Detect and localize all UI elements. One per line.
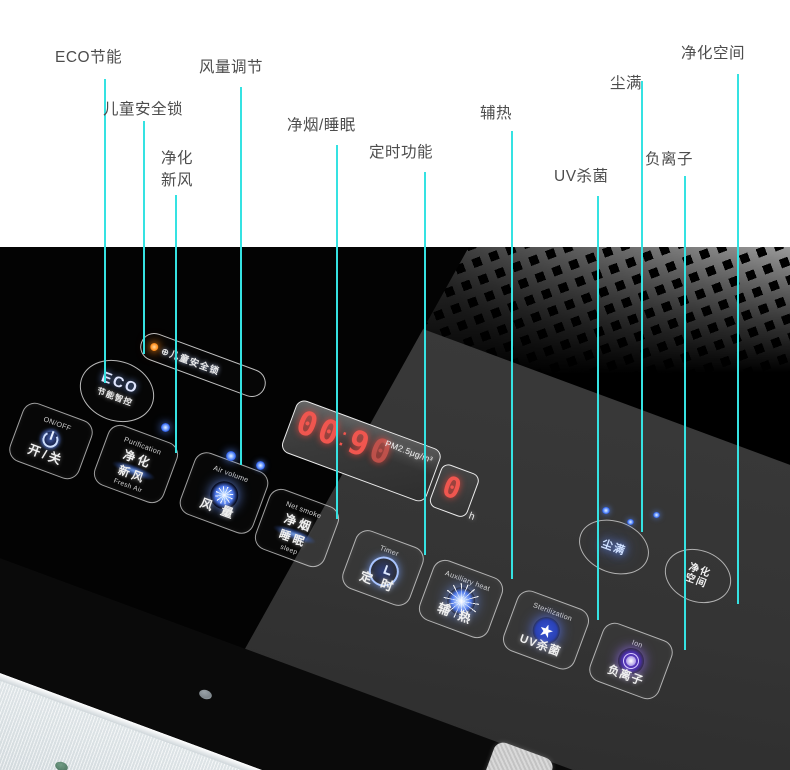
callout-child-lock: 儿童安全锁 bbox=[103, 101, 184, 118]
timer-digit: 0 bbox=[437, 468, 467, 507]
leader-line-eco bbox=[104, 79, 106, 383]
purification-led bbox=[161, 423, 170, 432]
leader-line-purify-fresh bbox=[175, 195, 177, 453]
callout-aux-heat: 辅热 bbox=[480, 105, 513, 122]
callout-purify-fresh-line2: 新风 bbox=[160, 172, 193, 189]
callout-timer: 定时功能 bbox=[369, 144, 434, 161]
dust-led-1 bbox=[602, 507, 610, 514]
dust-led-2 bbox=[627, 519, 634, 525]
annotation-band bbox=[0, 0, 790, 247]
air-volume-led-2 bbox=[256, 461, 265, 470]
callout-uv: UV杀菌 bbox=[554, 168, 609, 185]
callout-eco: ECO节能 bbox=[55, 49, 123, 66]
leader-line-uv bbox=[597, 196, 599, 620]
leader-line-dust-full bbox=[641, 81, 643, 532]
leader-line-timer bbox=[424, 172, 426, 555]
leader-line-anion bbox=[684, 176, 686, 650]
callout-anion: 负离子 bbox=[645, 151, 694, 168]
product-photo: ECO 节能智控 ⊕儿童安全锁 ON/OFF 开/关 Purification … bbox=[0, 247, 790, 770]
child-lock-led bbox=[149, 341, 160, 353]
dust-led-3 bbox=[653, 512, 660, 518]
leader-line-air-volume bbox=[240, 87, 242, 465]
callout-purified-space: 净化空间 bbox=[681, 45, 746, 62]
leader-line-purified-space bbox=[737, 74, 739, 604]
leader-line-aux-heat bbox=[511, 131, 513, 579]
air-volume-led-1 bbox=[226, 451, 236, 461]
dust-full-label: 尘满 bbox=[599, 537, 628, 558]
leader-line-child-lock bbox=[143, 121, 145, 354]
callout-air-volume: 风量调节 bbox=[199, 59, 264, 76]
callout-smoke-sleep: 净烟/睡眠 bbox=[287, 117, 356, 134]
callout-purify-fresh: 净化 新风 bbox=[151, 148, 203, 192]
callout-purify-fresh-line1: 净化 bbox=[160, 150, 193, 167]
leader-line-smoke-sleep bbox=[336, 145, 338, 519]
callout-dust-full: 尘满 bbox=[610, 75, 643, 92]
